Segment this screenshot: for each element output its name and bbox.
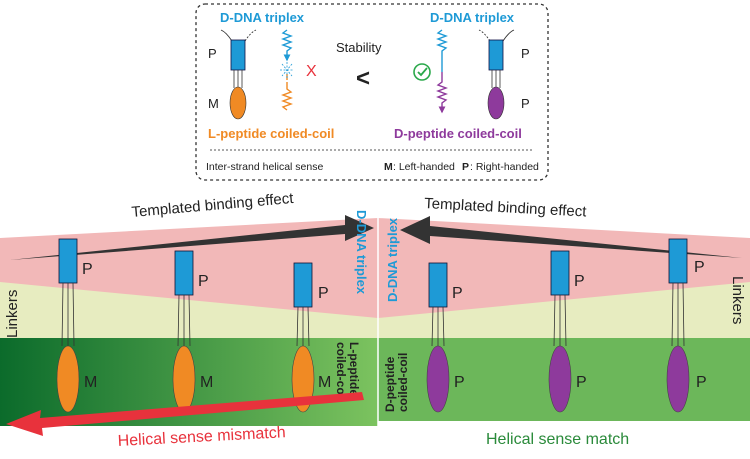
- label-P: P: [318, 285, 329, 302]
- label-P-lower: P: [454, 374, 465, 391]
- construct-left-3: P M: [291, 262, 331, 413]
- legend-match: [413, 29, 448, 114]
- label-M: M: [318, 374, 331, 391]
- legend-p-key: P: [462, 161, 469, 173]
- templated-label-left: Templated binding effect: [131, 190, 295, 221]
- legend-m-key: M: [384, 161, 393, 173]
- label-P: P: [694, 259, 705, 276]
- construct-left-1: P M: [56, 238, 97, 413]
- legend-left-M: M: [208, 96, 219, 111]
- legend-right-construct: P P: [478, 29, 530, 120]
- legend-clash: X: [280, 29, 317, 111]
- templated-label-right: Templated binding effect: [424, 195, 588, 221]
- construct-right-2: P P: [548, 250, 587, 413]
- legend-left-construct: P M: [208, 29, 257, 120]
- linkers-label-right: Linkers: [729, 276, 746, 324]
- legend-border: [195, 3, 549, 181]
- label-P: P: [82, 261, 93, 278]
- center-lpeptide-1: L-peptide: [347, 342, 361, 396]
- label-P: P: [452, 285, 463, 302]
- templated-arrow-right: [400, 216, 742, 258]
- label-M: M: [200, 374, 213, 391]
- legend-right-P1: P: [521, 46, 530, 61]
- legend-right-bottom: D-peptide coiled-coil: [394, 126, 522, 141]
- legend-p-desc: : Right-handed: [470, 161, 539, 173]
- legend-sense-caption: Inter-strand helical sense: [206, 161, 323, 173]
- dna-block: [174, 250, 194, 296]
- main-figure: Templated binding effect Templated bindi…: [0, 190, 750, 450]
- d-peptide-oval: [666, 345, 690, 413]
- legend-left-title: D-DNA triplex: [220, 10, 305, 25]
- dna-block: [550, 250, 570, 296]
- legend-left-P: P: [208, 46, 217, 61]
- legend-right-title: D-DNA triplex: [430, 10, 515, 25]
- legend-m-desc: : Left-handed: [393, 161, 455, 173]
- check-icon: [413, 63, 431, 81]
- center-dna-right: D-DNA triplex: [385, 217, 400, 302]
- label-P: P: [198, 273, 209, 290]
- l-peptide-oval: [172, 345, 196, 413]
- center-dpeptide-2: coiled-coil: [396, 353, 410, 412]
- match-label: Helical sense match: [486, 431, 629, 448]
- dna-block: [293, 262, 313, 308]
- legend-stability: Stability: [336, 40, 382, 55]
- dna-block: [58, 238, 78, 284]
- d-peptide-oval: [548, 345, 572, 413]
- center-dna-left: D-DNA triplex: [354, 210, 369, 295]
- legend-panel: D-DNA triplex D-DNA triplex P M X Stabil…: [195, 3, 549, 181]
- mismatch-arrow: [6, 392, 364, 436]
- legend-d-peptide-oval: [487, 86, 505, 120]
- label-P-lower: P: [576, 374, 587, 391]
- legend-l-peptide-oval: [229, 86, 247, 120]
- construct-right-1: P P: [426, 262, 465, 413]
- construct-right-3: P P: [666, 238, 707, 413]
- label-M: M: [84, 374, 97, 391]
- l-peptide-oval: [56, 345, 80, 413]
- label-P: P: [574, 273, 585, 290]
- label-P-lower: P: [696, 374, 707, 391]
- center-dpeptide-1: D-peptide: [383, 356, 397, 412]
- mismatch-label: Helical sense mismatch: [117, 424, 286, 450]
- legend-left-bottom: L-peptide coiled-coil: [208, 126, 334, 141]
- legend-cross-icon: X: [306, 63, 317, 80]
- dna-block: [668, 238, 688, 284]
- d-peptide-oval: [426, 345, 450, 413]
- legend-less-than: <: [356, 65, 370, 92]
- linkers-label-left: Linkers: [4, 290, 21, 338]
- center-lpeptide-2: coiled-coil: [334, 342, 348, 401]
- legend-right-P2: P: [521, 96, 530, 111]
- legend-dna-block-right: [488, 39, 504, 71]
- dna-block: [428, 262, 448, 308]
- l-peptide-oval: [291, 345, 315, 413]
- construct-left-2: P M: [172, 250, 213, 413]
- legend-dna-block-left: [230, 39, 246, 71]
